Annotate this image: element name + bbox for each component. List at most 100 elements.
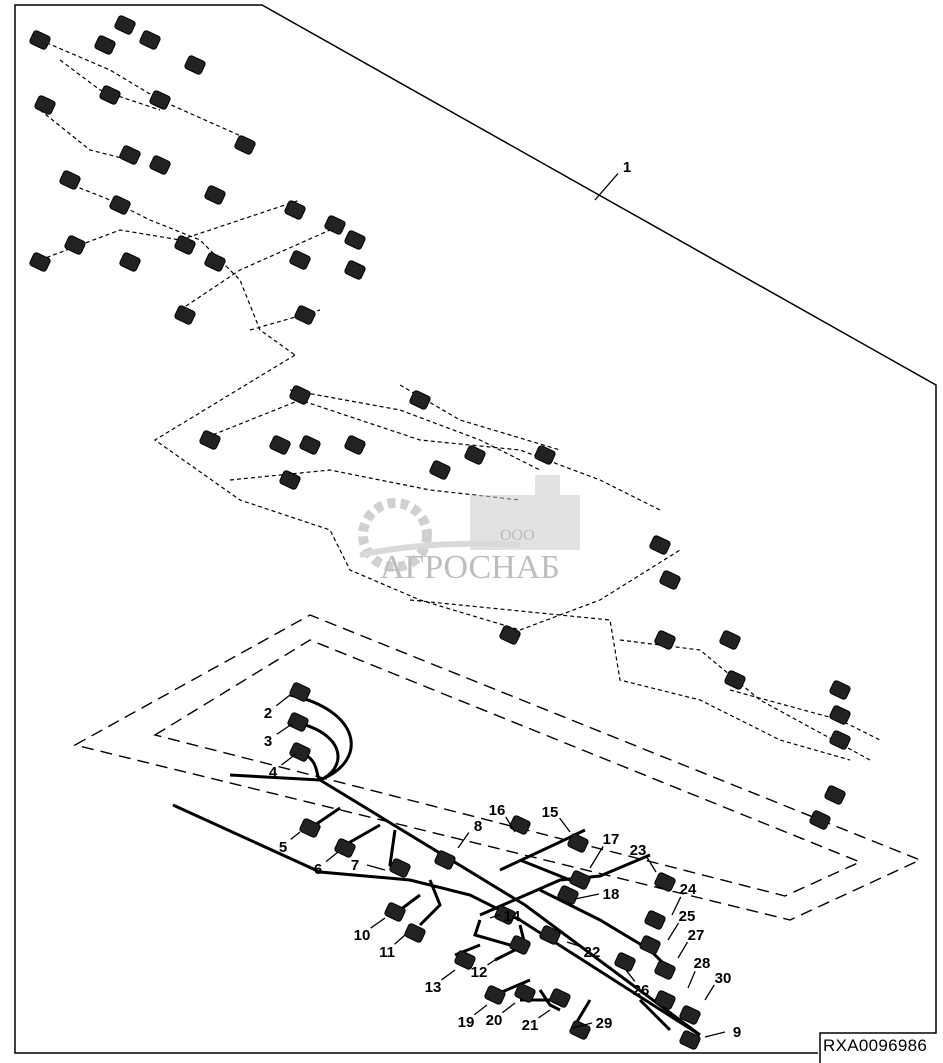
connector xyxy=(569,870,591,890)
connector xyxy=(404,923,426,943)
callout-label-20: 20 xyxy=(486,1012,503,1029)
connector xyxy=(654,872,676,892)
callout-label-24: 24 xyxy=(680,881,697,898)
callout-label-13: 13 xyxy=(425,979,442,996)
callout-label-28: 28 xyxy=(694,955,711,972)
connector xyxy=(334,838,356,858)
connector xyxy=(679,1030,701,1050)
connector xyxy=(654,960,676,980)
connector xyxy=(34,95,56,115)
connector xyxy=(289,742,311,762)
watermark-brand: АГРОСНАБ xyxy=(380,549,560,586)
callout-label-18: 18 xyxy=(603,886,620,903)
callout-label-26: 26 xyxy=(633,982,650,999)
callout-leader-line xyxy=(441,969,456,981)
connector xyxy=(549,988,571,1008)
callout-label-10: 10 xyxy=(354,927,371,944)
callout-leader-line xyxy=(677,941,689,959)
connector xyxy=(139,30,161,50)
connector xyxy=(299,435,321,455)
connector xyxy=(829,730,851,750)
connector xyxy=(59,170,81,190)
callout-leader-line xyxy=(704,984,715,1001)
callout-leader-line xyxy=(625,969,636,982)
connector xyxy=(279,470,301,490)
callout-label-3: 3 xyxy=(264,733,272,750)
callout-label-9: 9 xyxy=(733,1024,741,1041)
callout-label-1: 1 xyxy=(623,159,631,176)
connector xyxy=(654,630,676,650)
callout-leader-line xyxy=(687,970,696,989)
connector xyxy=(539,925,561,945)
connector xyxy=(499,625,521,645)
callout-leader-line xyxy=(667,922,680,941)
connector xyxy=(644,910,666,930)
callout-label-21: 21 xyxy=(522,1017,539,1034)
callout-leader-line xyxy=(370,917,386,929)
connector xyxy=(204,185,226,205)
callout-label-29: 29 xyxy=(596,1015,613,1032)
callout-label-7: 7 xyxy=(351,857,359,874)
callout-leader-line xyxy=(574,893,600,900)
connector xyxy=(299,818,321,838)
connector xyxy=(174,305,196,325)
callout-label-25: 25 xyxy=(679,908,696,925)
connector xyxy=(344,230,366,250)
connector xyxy=(149,155,171,175)
connector xyxy=(829,680,851,700)
callout-leader-line xyxy=(276,723,293,735)
callout-label-22: 22 xyxy=(584,944,601,961)
callout-label-27: 27 xyxy=(688,927,705,944)
connector xyxy=(659,570,681,590)
reference-code: RXA0096986 xyxy=(823,1036,928,1055)
connector xyxy=(199,430,221,450)
callout-label-16: 16 xyxy=(489,802,506,819)
callout-leader-line xyxy=(394,934,406,945)
callout-leader-line xyxy=(325,851,339,863)
callout-label-12: 12 xyxy=(471,964,488,981)
callout-leader-line xyxy=(473,1004,488,1016)
callout-leader-line xyxy=(589,846,604,869)
connector xyxy=(289,682,311,702)
callout-label-17: 17 xyxy=(603,831,620,848)
connector xyxy=(344,435,366,455)
callout-label-5: 5 xyxy=(279,839,287,856)
connector xyxy=(269,435,291,455)
connector xyxy=(174,235,196,255)
connector xyxy=(324,215,346,235)
connector xyxy=(184,55,206,75)
connector xyxy=(829,705,851,725)
callout-label-11: 11 xyxy=(379,944,395,961)
callout-label-8: 8 xyxy=(474,818,482,835)
callout-label-30: 30 xyxy=(715,970,732,987)
callout-label-23: 23 xyxy=(630,842,647,859)
connector xyxy=(679,1005,701,1025)
connector xyxy=(114,15,136,35)
connector xyxy=(287,712,309,732)
connector xyxy=(289,250,311,270)
connector xyxy=(64,235,86,255)
connector xyxy=(724,670,746,690)
connector xyxy=(824,785,846,805)
callout-label-14: 14 xyxy=(504,908,521,925)
callout-leader-line xyxy=(646,856,657,873)
watermark-prefix: ООО xyxy=(500,527,535,544)
connector xyxy=(719,630,741,650)
callout-label-4: 4 xyxy=(269,764,278,781)
connector xyxy=(29,30,51,50)
callout-leader-line xyxy=(571,1022,593,1029)
connector xyxy=(534,445,556,465)
connector xyxy=(289,385,311,405)
connector xyxy=(99,85,121,105)
connector xyxy=(557,885,579,905)
connector xyxy=(654,990,676,1010)
connector xyxy=(389,858,411,878)
connector xyxy=(509,935,531,955)
connector xyxy=(344,260,366,280)
connector xyxy=(94,35,116,55)
lower-dashed-outline xyxy=(73,614,922,921)
connector xyxy=(294,305,316,325)
callout-leader-line xyxy=(290,831,301,840)
callout-leader-line xyxy=(457,832,470,849)
